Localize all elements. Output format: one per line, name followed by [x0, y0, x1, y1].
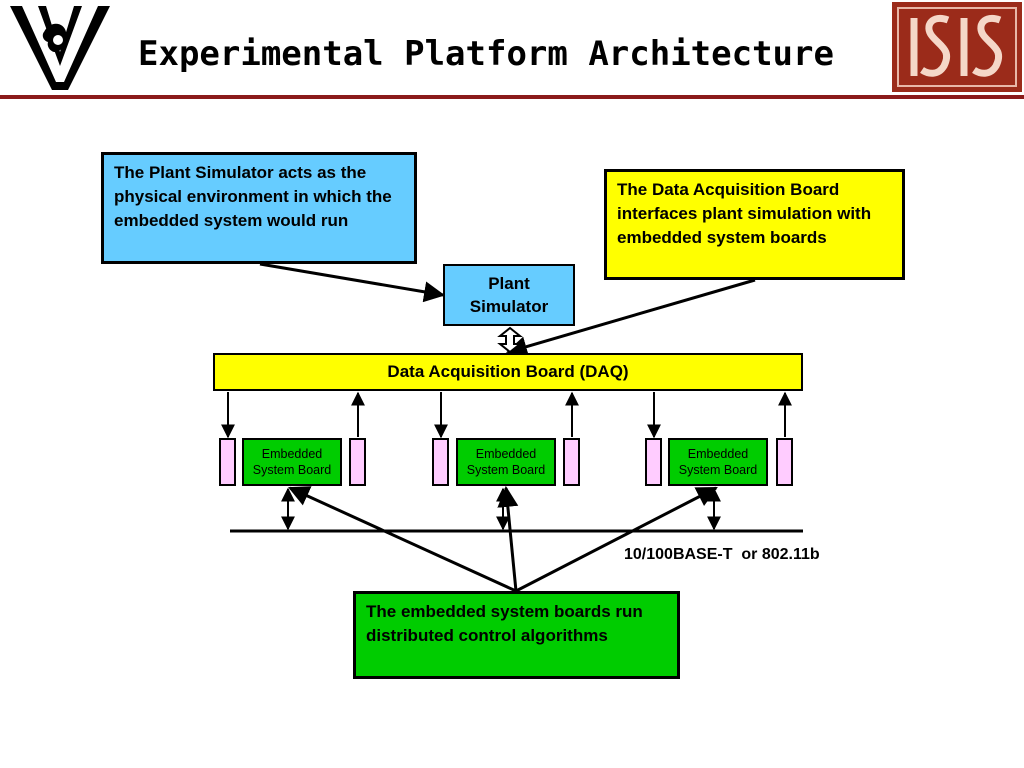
embedded-callout: The embedded system boards run distribut…	[353, 591, 680, 679]
isis-logo	[892, 2, 1022, 92]
embedded-system-board: Embedded System Board	[242, 438, 342, 486]
io-port	[776, 438, 793, 486]
io-port	[219, 438, 236, 486]
embedded-system-board: Embedded System Board	[456, 438, 556, 486]
network-label: 10/100BASE-T or 802.11b	[624, 546, 820, 563]
isis-logo-icon	[897, 7, 1017, 87]
daq-callout-pointer	[505, 278, 756, 357]
embedded-callout-pointer	[288, 486, 517, 593]
embedded-callout-pointer	[515, 486, 718, 593]
slide-title: Experimental Platform Architecture	[138, 34, 834, 74]
embedded-system-board: Embedded System Board	[668, 438, 768, 486]
io-port	[645, 438, 662, 486]
plant-simulator-box: Plant Simulator	[443, 264, 575, 326]
plant-daq-link-icon	[497, 326, 523, 354]
vanderbilt-v-icon	[10, 6, 110, 90]
header-divider	[0, 95, 1024, 99]
plant-callout-pointer	[259, 262, 446, 303]
io-port	[349, 438, 366, 486]
io-port	[432, 438, 449, 486]
io-port	[563, 438, 580, 486]
daq-bar: Data Acquisition Board (DAQ)	[213, 353, 803, 391]
plant-simulator-callout: The Plant Simulator acts as the physical…	[101, 152, 417, 264]
daq-callout: The Data Acquisition Board interfaces pl…	[604, 169, 905, 280]
embedded-callout-pointer	[497, 485, 519, 592]
vanderbilt-logo	[8, 2, 112, 92]
